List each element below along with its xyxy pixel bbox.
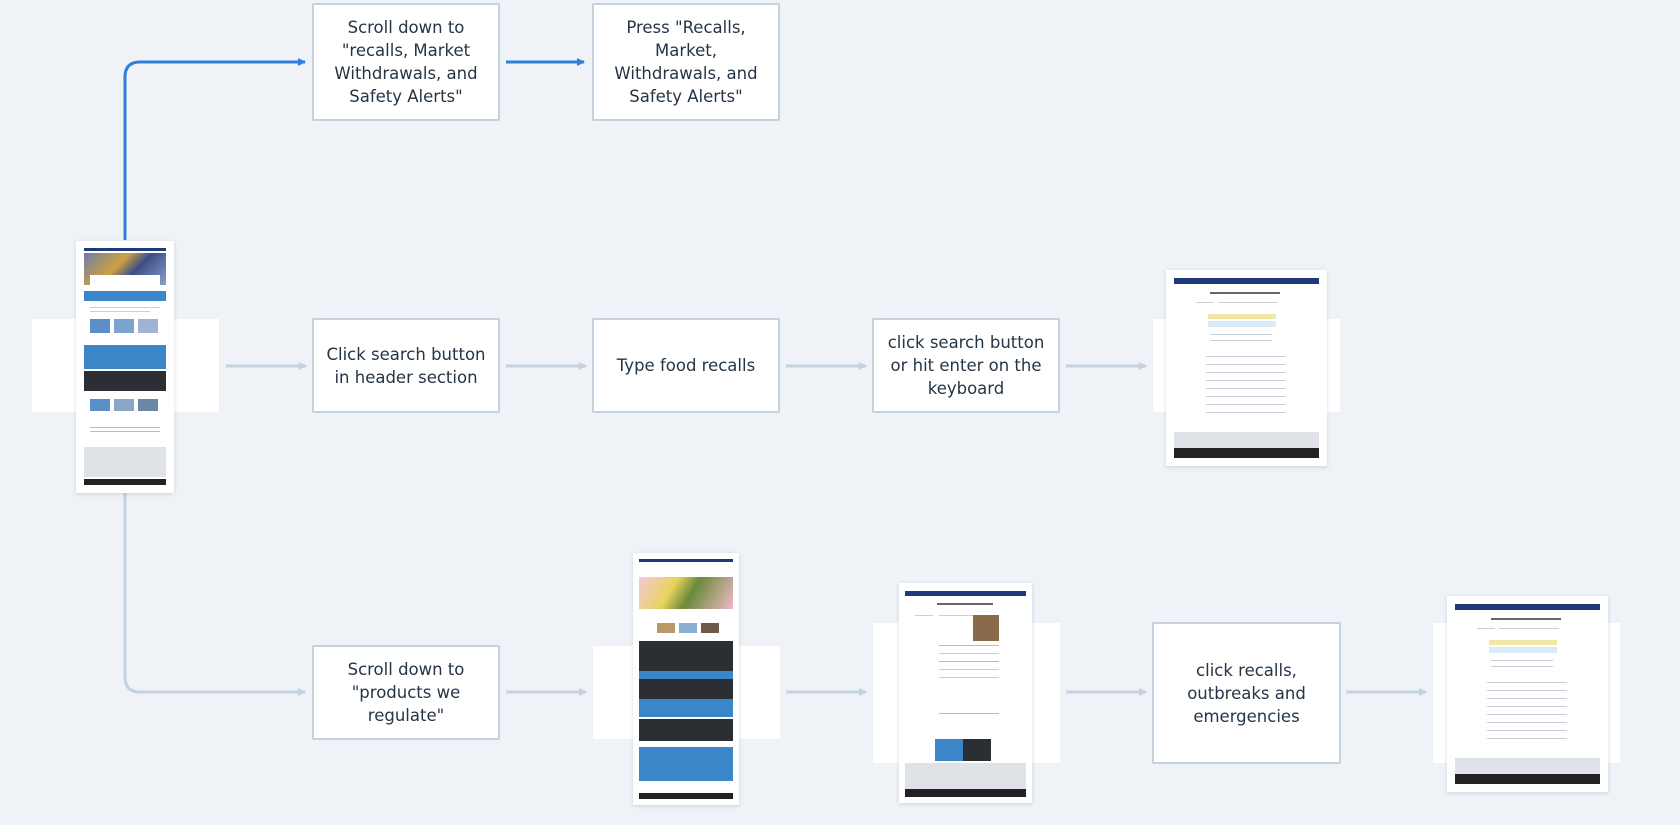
thumbnail-food-products-page[interactable] (633, 553, 739, 805)
thumb-title (937, 603, 993, 605)
thumb-blue-section (639, 747, 733, 781)
branch-down-connector (123, 492, 305, 694)
thumb-line (939, 713, 999, 714)
thumb-alert-blue (1208, 321, 1276, 327)
thumb-image-row (114, 399, 134, 411)
thumb-card-row (138, 319, 158, 333)
thumb-line (939, 661, 999, 662)
thumb-table-row (1487, 706, 1567, 707)
step-click-search-button[interactable]: Click search button in header section (312, 318, 500, 413)
thumb-line (90, 311, 150, 312)
thumb-table-row (1206, 372, 1286, 373)
thumb-line (1210, 340, 1272, 341)
thumb-header (905, 591, 1026, 596)
thumb-line (939, 645, 999, 646)
thumb-line (915, 615, 933, 616)
thumb-table-row (1206, 364, 1286, 365)
thumb-table-row (1487, 690, 1567, 691)
thumb-table-row (1487, 730, 1567, 731)
thumb-line (90, 427, 160, 428)
thumb-table-row (1206, 404, 1286, 405)
thumb-dark-footer (84, 479, 166, 485)
thumb-line (939, 653, 999, 654)
thumb-blue-band (84, 291, 166, 301)
thumbnail-recalls-market-withdrawals-page[interactable] (1447, 596, 1608, 792)
thumb-card-row (701, 623, 719, 633)
thumb-card-row (657, 623, 675, 633)
thumb-line (1210, 334, 1272, 335)
thumb-table-row (1487, 738, 1567, 739)
thumb-table-row (1487, 698, 1567, 699)
thumb-title (1491, 618, 1561, 620)
thumb-table-row (1206, 396, 1286, 397)
thumb-header (84, 248, 166, 251)
thumb-header (1174, 278, 1319, 284)
thumb-table-row (1206, 412, 1286, 413)
step-type-food-recalls[interactable]: Type food recalls (592, 318, 780, 413)
thumb-line (1491, 660, 1553, 661)
step-click-recalls-outbreaks[interactable]: click recalls, outbreaks and emergencies (1152, 622, 1341, 764)
thumb-dark-section (84, 371, 166, 391)
thumb-line (1477, 628, 1495, 629)
thumb-line (1491, 666, 1553, 667)
thumb-card-row (90, 319, 110, 333)
thumb-line (1499, 628, 1559, 629)
thumb-dark-footer (1174, 448, 1319, 458)
thumb-header (639, 559, 733, 562)
thumbnail-fda-home-page[interactable] (76, 241, 174, 493)
thumb-table-row (1487, 722, 1567, 723)
thumb-header (1455, 604, 1600, 610)
thumb-line (1196, 302, 1214, 303)
thumb-blue-section (935, 739, 963, 761)
thumb-dark-footer (639, 793, 733, 799)
thumb-blue-section (84, 345, 166, 369)
thumb-dark-footer (1455, 774, 1600, 784)
thumb-table-row (1487, 682, 1567, 683)
step-scroll-to-recalls[interactable]: Scroll down to "recalls, Market Withdraw… (312, 3, 500, 121)
thumb-table-row (1206, 356, 1286, 357)
thumb-image-row (138, 399, 158, 411)
thumb-dark-footer (905, 789, 1026, 797)
thumb-hero-image (639, 577, 733, 609)
thumb-title (1210, 292, 1280, 294)
thumb-line (939, 677, 999, 678)
thumb-card-row (114, 319, 134, 333)
thumbnail-recalls-search-results-page[interactable] (1166, 270, 1327, 466)
thumb-alert-blue (1489, 647, 1557, 653)
thumb-dark-section (639, 719, 733, 741)
thumb-gray-footer (1455, 758, 1600, 774)
thumb-line (90, 431, 160, 432)
thumb-gray-footer (84, 447, 166, 477)
thumbnail-recalls-outbreaks-emergencies-page[interactable] (899, 583, 1032, 803)
thumb-gray-footer (905, 763, 1026, 789)
thumb-dark-section (639, 679, 733, 699)
thumb-line (1218, 302, 1278, 303)
thumb-gray-footer (1174, 432, 1319, 448)
thumb-line (90, 307, 160, 308)
thumb-dark-section (963, 739, 991, 761)
thumb-image-row (90, 399, 110, 411)
thumb-alert-yellow (1489, 640, 1557, 645)
thumb-blue-section (639, 671, 733, 679)
step-submit-search[interactable]: click search button or hit enter on the … (872, 318, 1060, 413)
thumb-table-row (1206, 388, 1286, 389)
thumb-line (939, 669, 999, 670)
thumb-alert-yellow (1208, 314, 1276, 319)
step-press-recalls[interactable]: Press "Recalls, Market, Withdrawals, and… (592, 3, 780, 121)
thumb-hero-caption (90, 275, 160, 287)
thumb-line (939, 615, 983, 616)
thumb-image (973, 615, 999, 641)
thumb-table-row (1487, 714, 1567, 715)
thumb-table-row (1206, 380, 1286, 381)
thumb-card-row (679, 623, 697, 633)
step-scroll-to-products[interactable]: Scroll down to "products we regulate" (312, 645, 500, 740)
branch-up-connector (123, 58, 306, 240)
thumb-dark-section (639, 641, 733, 671)
thumb-blue-section (639, 699, 733, 717)
